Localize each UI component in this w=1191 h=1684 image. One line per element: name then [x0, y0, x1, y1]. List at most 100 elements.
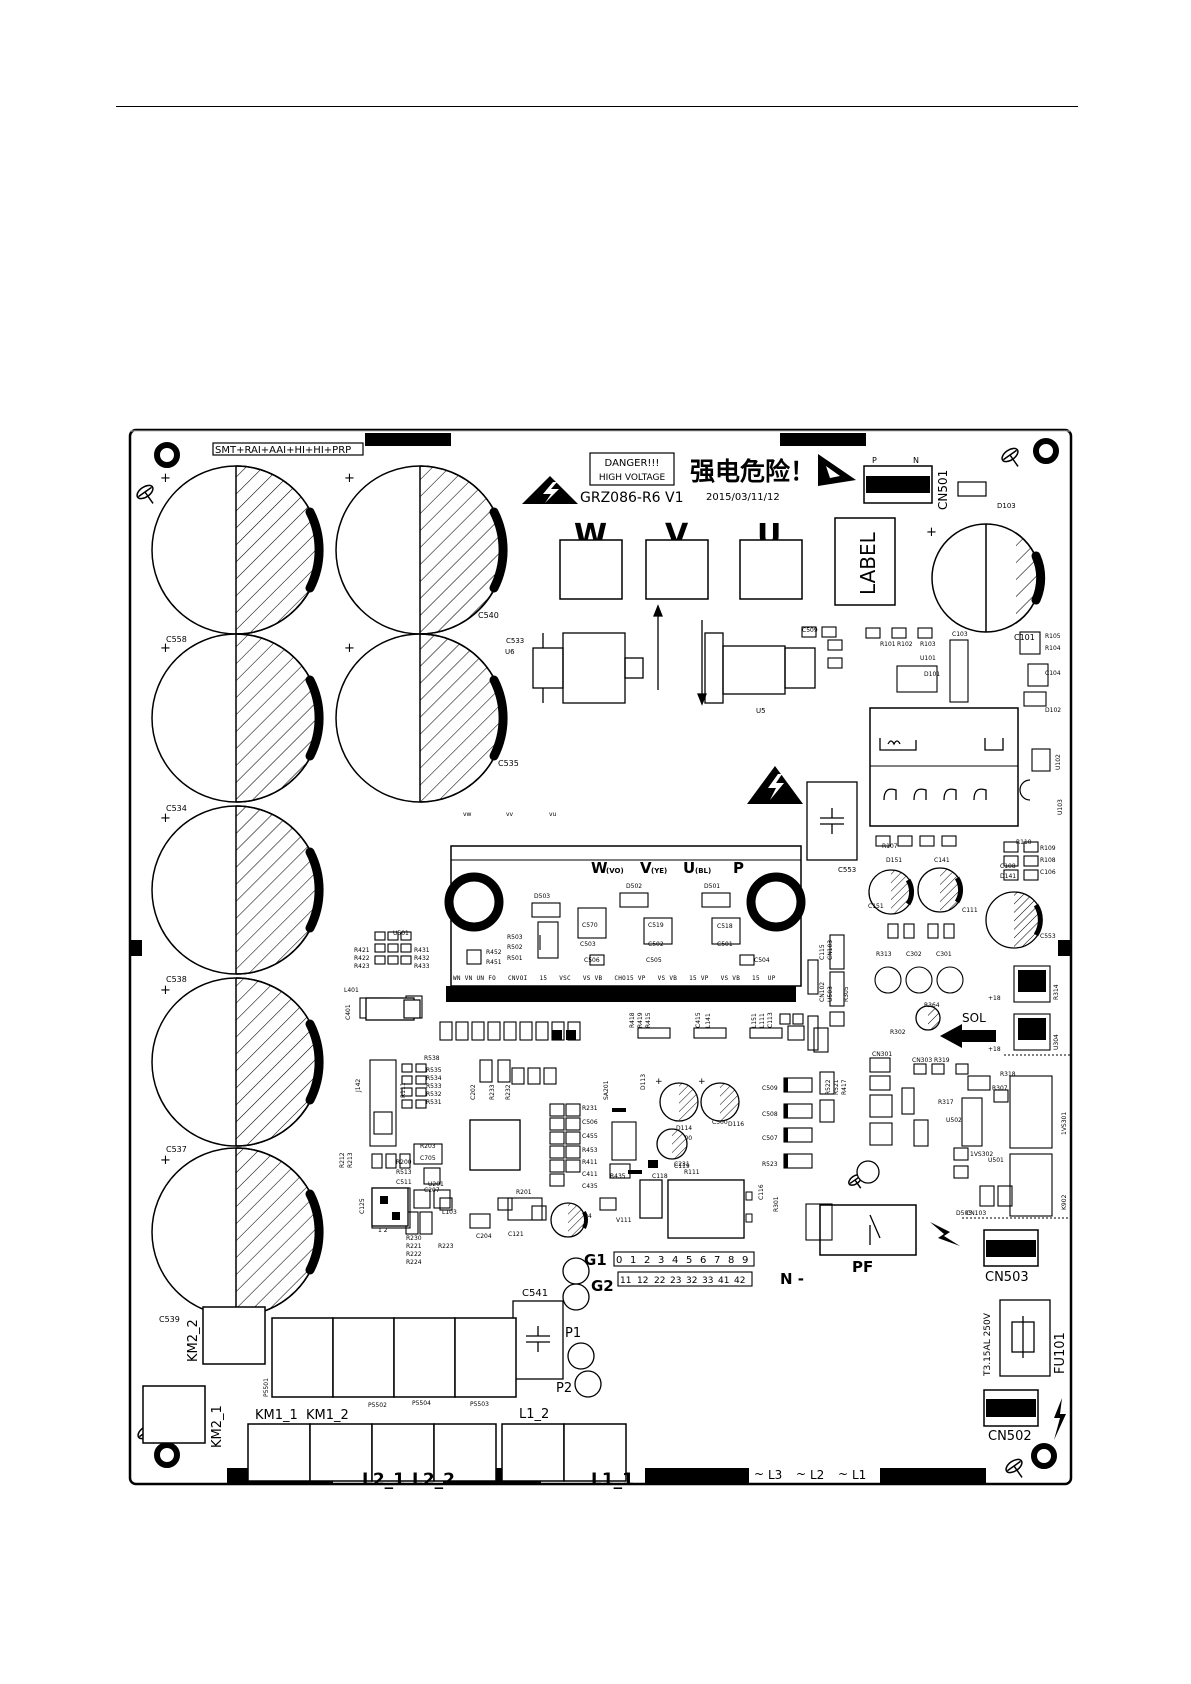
svg-text:D151: D151 [886, 857, 902, 864]
sol-label: SOL [962, 1011, 986, 1025]
svg-text:C511: C511 [396, 1179, 412, 1186]
testpoint-p1 [567, 1342, 595, 1370]
svg-text:C505: C505 [646, 957, 662, 964]
l2-2-label: L2_2 [412, 1470, 455, 1490]
svg-text:CN103: CN103 [966, 1210, 986, 1217]
svg-text:C108: C108 [1000, 863, 1016, 870]
svg-text:~: ~ [838, 1467, 848, 1481]
capacitor-labels: C558 C540 C534 C535 C538 C537 C539 C101 [159, 611, 1035, 1324]
svg-text:U102: U102 [1055, 754, 1062, 770]
svg-text:C103: C103 [952, 631, 968, 638]
svg-text:42: 42 [734, 1276, 745, 1286]
svg-text:C106: C106 [1040, 869, 1056, 876]
svg-text:1 2: 1 2 [378, 1227, 388, 1234]
svg-text:P5503: P5503 [470, 1401, 489, 1408]
svg-text:R523: R523 [762, 1161, 778, 1168]
l2-1-label: L2_1 [362, 1470, 405, 1490]
svg-text:C415: C415 [695, 1012, 702, 1028]
component-v111 [667, 1179, 745, 1239]
svg-text:C302: C302 [906, 951, 922, 958]
pin-header-top: 0 1 2 3 4 5 6 7 8 9 [613, 1251, 755, 1267]
svg-text:R522: R522 [825, 1079, 832, 1095]
svg-text:R415: R415 [645, 1012, 652, 1028]
svg-text:C570: C570 [582, 922, 598, 929]
svg-text:C538: C538 [166, 975, 187, 984]
cn503-label: CN503 [985, 1270, 1029, 1285]
mounting-holes [154, 438, 1059, 1469]
svg-text:R213: R213 [347, 1152, 354, 1168]
svg-text:L1: L1 [852, 1468, 866, 1482]
svg-text:R501: R501 [507, 955, 523, 962]
svg-text:+18: +18 [988, 1046, 1001, 1053]
svg-text:CN103: CN103 [827, 940, 834, 960]
fuse-fu101 [999, 1299, 1051, 1377]
label-text: LABEL [856, 531, 880, 595]
svg-text:P: P [872, 456, 877, 465]
svg-text:C141: C141 [934, 857, 950, 864]
svg-text:+: + [160, 471, 171, 486]
svg-text:C113: C113 [767, 1012, 774, 1028]
svg-text:(BL): (BL) [695, 867, 711, 875]
km1-1-label: KM1_1 [255, 1408, 298, 1423]
ipm-internal-components [466, 892, 755, 966]
svg-text:R314: R314 [1053, 984, 1060, 1000]
l1-1-label: L1_1 [591, 1470, 634, 1490]
svg-text:R102: R102 [897, 641, 913, 648]
svg-text:R111: R111 [684, 1169, 700, 1176]
svg-text:4: 4 [672, 1255, 678, 1266]
svg-text:L141: L141 [705, 1013, 712, 1028]
svg-text:vu: vu [549, 811, 557, 818]
svg-text:C540: C540 [478, 611, 499, 620]
chinese-warning: 强电危险！ [690, 457, 815, 486]
current-sensor-u5 [697, 620, 816, 706]
svg-text:R319: R319 [934, 1057, 950, 1064]
pf-label: PF [852, 1258, 873, 1276]
svg-text:CN303: CN303 [912, 1057, 932, 1064]
relay-row-upper [271, 1317, 517, 1398]
ipm-mount-left [444, 872, 504, 932]
svg-text:5: 5 [686, 1255, 692, 1266]
component-sa201 [371, 1187, 409, 1227]
svg-text:R108: R108 [1040, 857, 1056, 864]
svg-text:U103: U103 [1057, 799, 1064, 815]
terminal-w [559, 539, 623, 600]
svg-text:+18: +18 [988, 995, 1001, 1002]
terminal-v [645, 539, 709, 600]
svg-text:R200: R200 [396, 1159, 412, 1166]
lightning-mark-icon-2 [1054, 1398, 1066, 1440]
svg-text:V: V [640, 859, 652, 877]
svg-text:C151: C151 [868, 903, 884, 910]
svg-text:L401: L401 [344, 987, 359, 994]
svg-text:C435: C435 [582, 1183, 598, 1190]
svg-text:R421: R421 [354, 947, 370, 954]
ipm-mount-right [746, 872, 806, 932]
svg-text:R419: R419 [637, 1012, 644, 1028]
svg-text:R301: R301 [773, 1196, 780, 1212]
svg-text:8: 8 [728, 1255, 734, 1266]
svg-text:R110: R110 [1016, 839, 1032, 846]
l1-2-label: L1_2 [519, 1407, 549, 1422]
g2-label: G2 [591, 1277, 614, 1295]
svg-text:C231: C231 [674, 1161, 690, 1168]
svg-text:C518: C518 [717, 923, 733, 930]
label-box [834, 517, 896, 606]
svg-text:W: W [591, 859, 608, 877]
svg-text:SA201: SA201 [603, 1080, 610, 1100]
header-tag: SMT+RAI+AAI+HI+HI+PRP [215, 445, 351, 456]
svg-text:41: 41 [718, 1276, 729, 1286]
capacitor-c541 [512, 1300, 564, 1380]
svg-text:C509: C509 [762, 1085, 778, 1092]
svg-text:R435: R435 [610, 1173, 626, 1180]
svg-text:R107: R107 [882, 843, 898, 850]
svg-text:L111: L111 [759, 1013, 766, 1028]
high-voltage-warning-icon [522, 476, 578, 504]
g1-label: G1 [584, 1251, 607, 1269]
current-sensor-u6 [532, 604, 663, 704]
svg-text:R422: R422 [354, 955, 370, 962]
svg-text:R535: R535 [426, 1067, 442, 1074]
svg-text:R432: R432 [414, 955, 430, 962]
transformer-coils [879, 738, 1004, 801]
svg-text:CN301: CN301 [872, 1051, 892, 1058]
svg-text:R111: R111 [400, 1082, 407, 1098]
